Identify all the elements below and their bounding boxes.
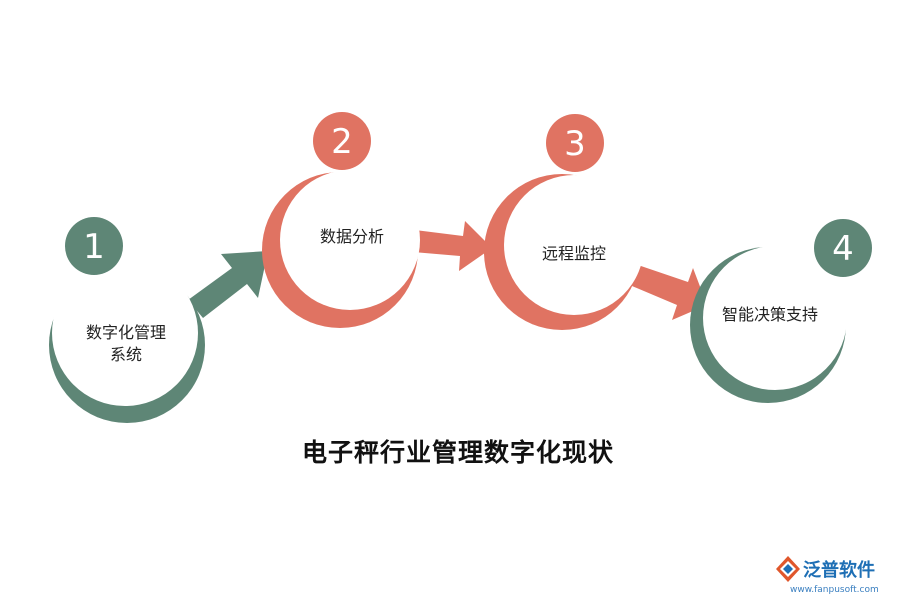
step-label: 远程监控 (542, 244, 606, 263)
step-inner (504, 175, 644, 315)
step-number: 3 (564, 124, 586, 164)
step-number-badge (814, 219, 872, 277)
step-4: 4 智能决策支持 (690, 219, 872, 403)
step-label: 数据分析 (320, 227, 384, 246)
step-3: 3 远程监控 (484, 114, 644, 330)
step-number: 2 (331, 122, 353, 162)
logo-name: 泛普软件 (803, 559, 875, 581)
arrow-shape (413, 221, 492, 271)
step-label: 数字化管理 (86, 323, 166, 342)
step-number-badge (65, 217, 123, 275)
arrow-2-to-3 (413, 221, 492, 271)
step-number: 4 (832, 229, 854, 269)
step-number-badge (546, 114, 604, 172)
step-inner (703, 246, 847, 390)
step-inner (280, 170, 420, 310)
arrow-1-to-2 (188, 251, 268, 318)
arrow-shape (632, 265, 707, 320)
step-label-line2: 系统 (110, 345, 142, 364)
step-1: 1 数字化管理 系统 (49, 217, 205, 423)
step-2: 2 数据分析 (262, 112, 420, 328)
fanpu-logo: 泛普软件 www.fanpusoft.com (776, 556, 879, 595)
diagram-title: 电子秤行业管理数字化现状 (302, 438, 614, 467)
arrow-shape (188, 251, 268, 318)
step-number: 1 (83, 227, 105, 267)
step-number-badge (313, 112, 371, 170)
fanpu-logo-icon (776, 556, 800, 582)
logo-url: www.fanpusoft.com (790, 585, 879, 595)
step-inner (52, 260, 198, 406)
step-label: 智能决策支持 (722, 305, 818, 324)
arrow-3-to-4 (632, 265, 707, 320)
